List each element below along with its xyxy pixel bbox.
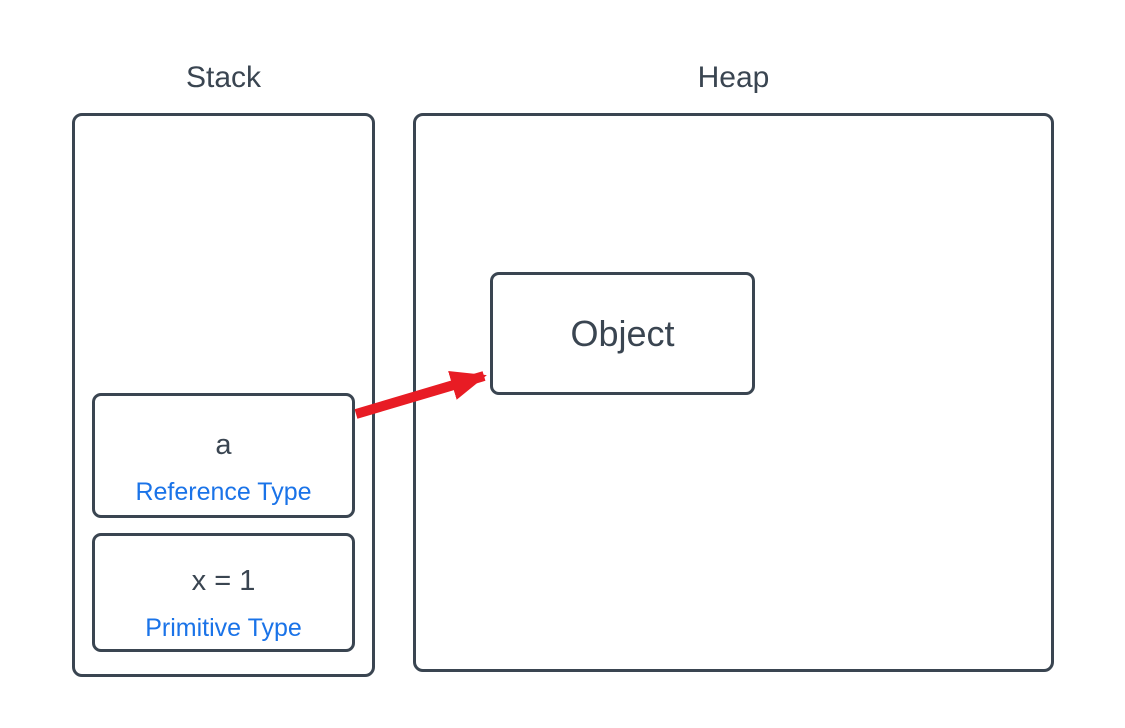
heap-object-box: Object — [490, 272, 755, 395]
heap-region-label: Heap — [697, 61, 770, 94]
stack-region-label: Stack — [185, 61, 262, 94]
stack-item-name: x = 1 — [191, 565, 256, 598]
stack-item-type-label: Reference Type — [135, 478, 312, 507]
stack-item-primitive: x = 1 Primitive Type — [92, 533, 355, 652]
heap-object-label: Object — [570, 312, 675, 354]
stack-item-reference: a Reference Type — [92, 393, 355, 518]
stack-item-name: a — [215, 429, 232, 462]
stack-item-type-label: Primitive Type — [145, 614, 302, 643]
